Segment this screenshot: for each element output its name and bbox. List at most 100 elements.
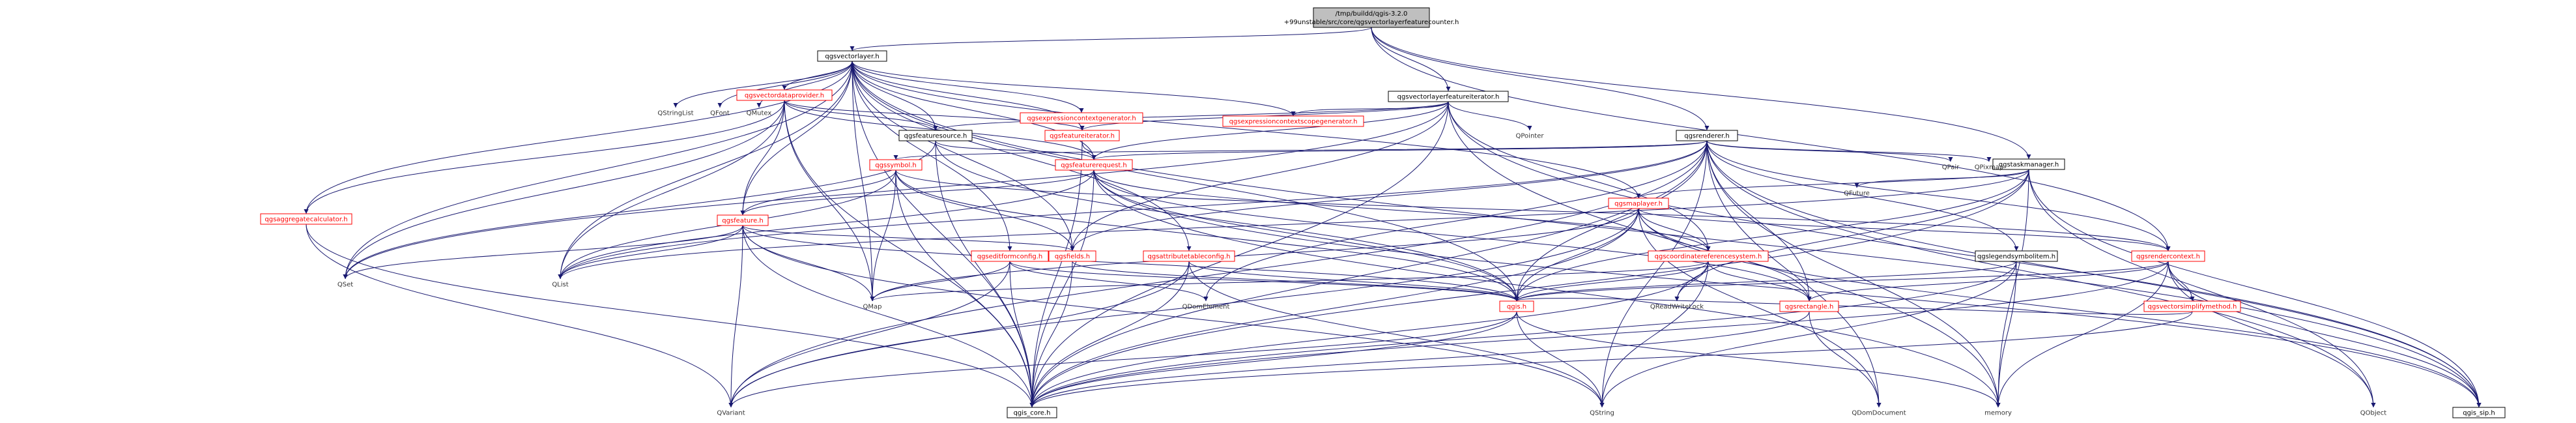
node-memory: memory (1984, 410, 2012, 417)
edge-qgsvectordataprovider-to-qgsfeaturesource (784, 100, 938, 131)
node-qgslegendsymbolitem[interactable]: qgslegendsymbolitem.h (1975, 250, 2058, 262)
node-qgis-sip[interactable]: qgis_sip.h (2452, 407, 2506, 418)
node-qvariant: QVariant (717, 410, 745, 417)
node-label: qgsaggregatecalculator.h (265, 216, 347, 224)
node-label: qgsvectorlayer.h (825, 53, 879, 61)
edge-qgstaskmanager-to-qgis (1514, 169, 2029, 302)
node-qgscoordinatereferencesystem[interactable]: qgscoordinatereferencesystem.h (1648, 250, 1769, 262)
node-qgsfeature[interactable]: qgsfeature.h (717, 214, 769, 226)
node-label: QObject (2360, 410, 2387, 417)
node-label: QFuture (1844, 190, 1870, 197)
node-qgsfeatureiterator[interactable]: qgsfeatureiterator.h (1044, 130, 1120, 141)
edge-qgscoordinatereferencesystem-to-qgis-core (1029, 261, 1709, 408)
node-qgsaggregatecalculator[interactable]: qgsaggregatecalculator.h (260, 213, 352, 225)
edge-qgsrendercontext-to-qgis-core (1029, 261, 2169, 408)
edge-qgsrenderer-to-qgis-sip (1706, 140, 2482, 408)
node-label: QPointer (1516, 133, 1545, 140)
node-label: qgsfeature.h (722, 218, 764, 225)
edge-root-to-qgsvectorlayer (850, 27, 1372, 51)
node-label: QDomElement (1182, 304, 1230, 311)
node-qgis-core[interactable]: qgis_core.h (1007, 407, 1057, 418)
node-label: QSet (337, 282, 353, 289)
edge-qgssymbol-to-qgsfields (895, 169, 1075, 252)
edge-qgsvectorlayer-to-qgis-core (852, 61, 1035, 408)
edge-qgsfields-to-qgis-core (1029, 261, 1073, 408)
edge-qgsrenderer-to-qgsrectangle (1706, 140, 1812, 302)
node-box (1975, 250, 2058, 262)
edge-qgsfeature-to-qgis (742, 225, 1519, 302)
edge-qgsvectorlayerfeatureiterator-to-qgsfeaturerequest (1091, 101, 1449, 160)
edge-qgsvectordataprovider-to-qgsfeature (740, 100, 785, 216)
node-box (1044, 130, 1120, 141)
node-qgsfeaturesource[interactable]: qgsfeaturesource.h (898, 130, 973, 141)
edge-qgsattributetableconfig-to-qstring (1188, 261, 1605, 408)
edge-qgsfeaturerequest-to-qgsrectangle (1093, 169, 1812, 302)
node-box (1055, 159, 1133, 171)
node-label: QVariant (717, 410, 745, 417)
node-qgsrenderer[interactable]: qgsrenderer.h (1676, 130, 1738, 141)
node-box (2452, 407, 2506, 418)
edge-qgsvectorlayer-to-qfont (717, 61, 853, 108)
node-qgsrectangle[interactable]: qgsrectangle.h (1779, 300, 1839, 312)
node-qgsexpressioncontextgenerator[interactable]: qgsexpressioncontextgenerator.h (1020, 112, 1143, 124)
edge-qgsvectorlayerfeatureiterator-to-qgis-sip (1448, 101, 2482, 408)
node-box (1779, 300, 1839, 312)
node-qgstaskmanager[interactable]: qgstaskmanager.h (1992, 158, 2065, 170)
edge-qgsattributetableconfig-to-qgis-core (1029, 261, 1190, 408)
edge-qgseditformconfig-to-qmap (870, 261, 1010, 302)
node-qgssymbol[interactable]: qgssymbol.h (869, 159, 923, 171)
node-label: QStringList (657, 110, 693, 117)
edge-qgsrenderer-to-qgslegendsymbolitem (1706, 140, 2019, 252)
edge-qgsmaplayer-to-qgis-core (1029, 208, 1639, 408)
node-qgsfeaturerequest[interactable]: qgsfeaturerequest.h (1055, 159, 1133, 171)
node-label: qgsmaplayer.h (1614, 201, 1663, 208)
node-qgsvectorlayer[interactable]: qgsvectorlayer.h (817, 50, 887, 62)
node-box (1608, 197, 1669, 209)
node-qreadwritelock: QReadWriteLock (1650, 304, 1704, 311)
edge-qgslegendsymbolitem-to-qgis-core (1029, 261, 2017, 408)
edge-qgsfeatureiterator-to-qgis-core (1029, 140, 1083, 408)
node-label: qgscoordinatereferencesystem.h (1655, 254, 1762, 261)
edge-qgsvectorlayer-to-qgsfields (852, 61, 1075, 252)
edge-qgsaggregatecalculator-to-qgis-core (306, 224, 1035, 408)
node-label: qgis_core.h (1014, 410, 1051, 417)
node-label: QList (552, 282, 568, 289)
edge-qgsvectorlayer-to-qlist (558, 61, 853, 280)
edge-qgsrendercontext-to-qgis (1514, 261, 2169, 302)
node-qmap: QMap (863, 304, 882, 311)
node-label: +99unstable/src/core/qgsvectorlayerfeatu… (1284, 19, 1459, 26)
edge-qgsfeature-to-qmap (742, 225, 875, 302)
node-label: qgsattributetableconfig.h (1148, 254, 1231, 261)
node-qgsvectorsimplifymethod[interactable]: qgsvectorsimplifymethod.h (2143, 300, 2241, 312)
node-box (1648, 250, 1769, 262)
edge-qgsvectorlayerfeatureiterator-to-qgis-core (1029, 101, 1449, 408)
node-qgsexpressioncontextscopegenerator[interactable]: qgsexpressioncontextscopegenerator.h (1222, 115, 1364, 127)
node-qgsmaplayer[interactable]: qgsmaplayer.h (1608, 197, 1669, 209)
node-qgseditformconfig[interactable]: qgseditformconfig.h (971, 250, 1049, 262)
edge-qgsvectorlayer-to-qmap (852, 61, 875, 302)
node-qgsvectorlayerfeatureiterator[interactable]: qgsvectorlayerfeatureiterator.h (1388, 91, 1509, 102)
node-qgsvectordataprovider[interactable]: qgsvectordataprovider.h (736, 89, 833, 101)
edge-qgis-to-qgis-core (1029, 311, 1517, 408)
node-qgsattributetableconfig[interactable]: qgsattributetableconfig.h (1143, 250, 1235, 262)
node-label: QMutex (747, 110, 772, 117)
edge-qgsrenderer-to-qlist (558, 140, 1708, 280)
node-qgis[interactable]: qgis.h (1499, 300, 1534, 312)
edge-qgscoordinatereferencesystem-to-qmap (870, 261, 1709, 302)
edge-qgsvectorlayerfeatureiterator-to-qpointer (1448, 101, 1532, 131)
node-label: qgis_sip.h (2463, 410, 2495, 417)
edge-qgsvectorlayer-to-qgsexpressioncontextscopegenerator (852, 61, 1296, 117)
node-label: qgsfeatureiterator.h (1050, 133, 1115, 140)
node-qgsfields[interactable]: qgsfields.h (1048, 250, 1096, 262)
edge-root-to-qgsvectorlayerfeatureiterator (1371, 27, 1451, 92)
node-root[interactable]: /tmp/buildd/qgis-3.2.0+99unstable/src/co… (1284, 7, 1459, 28)
edge-qgsfeaturerequest-to-qlist (558, 169, 1095, 280)
edge-root-to-qgstaskmanager (1371, 27, 2031, 160)
node-qgsrendercontext[interactable]: qgsrendercontext.h (2131, 250, 2205, 262)
node-label: qgsrendercontext.h (2136, 254, 2200, 261)
edge-qgsvectordataprovider-to-qgsaggregatecalculator (304, 100, 785, 214)
edge-qgstaskmanager-to-qreadwritelock (1674, 169, 2029, 302)
edge-qgsfeature-to-qlist (558, 225, 743, 280)
edge-root-to-qgsrenderer (1371, 27, 1710, 131)
node-box (898, 130, 973, 141)
